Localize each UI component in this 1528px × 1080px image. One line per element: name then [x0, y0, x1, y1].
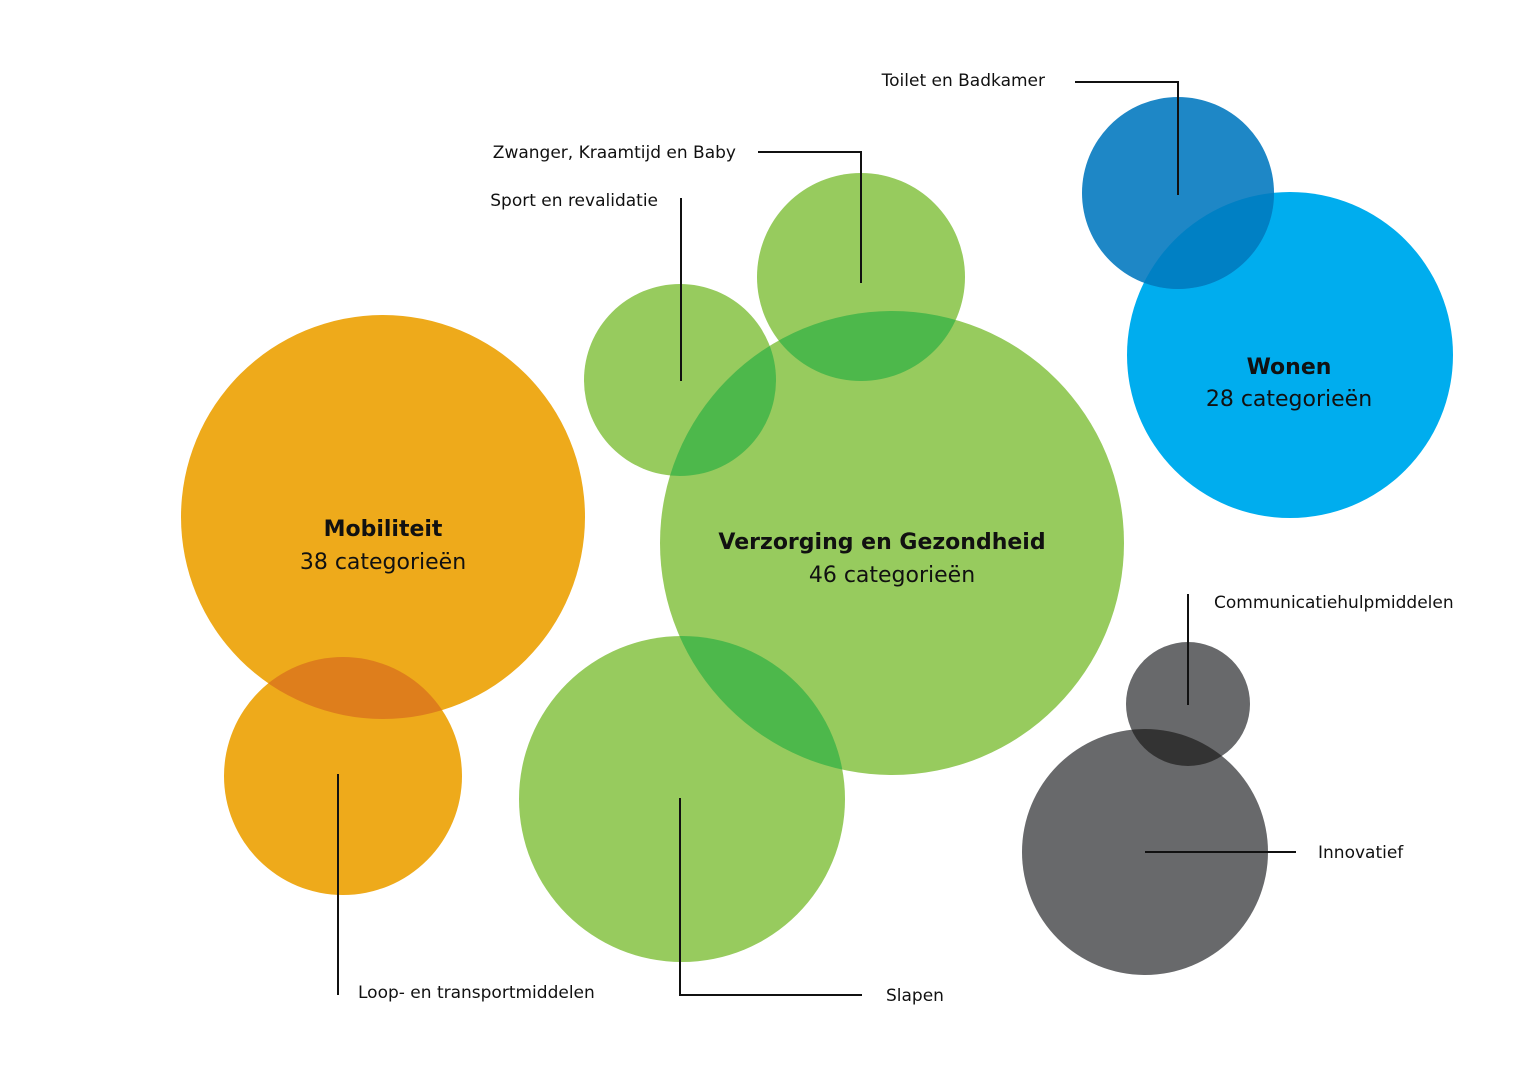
wonen-title: Wonen	[1247, 355, 1332, 380]
slapen-label: Slapen	[886, 986, 944, 1006]
loop-transport-label: Loop- en transportmiddelen	[358, 983, 595, 1003]
verzorging-gezondheid-bubble	[660, 311, 1124, 775]
zwanger-label: Zwanger, Kraamtijd en Baby	[493, 143, 736, 163]
verzorging-title: Verzorging en Gezondheid	[718, 530, 1045, 555]
mobiliteit-title: Mobiliteit	[324, 517, 443, 542]
mobiliteit-count: 38 categorieën	[300, 550, 466, 575]
innovatief-label: Innovatief	[1318, 843, 1404, 863]
verzorging-zwanger-overlap	[757, 311, 965, 381]
communicatie-label: Communicatiehulpmiddelen	[1214, 593, 1454, 613]
sport-revalidatie-label: Sport en revalidatie	[490, 191, 658, 211]
toilet-badkamer-label: Toilet en Badkamer	[881, 71, 1045, 91]
slapen-leader-line	[679, 798, 862, 996]
toilet-leader-line	[1075, 81, 1179, 195]
wonen-count: 28 categorieën	[1206, 387, 1372, 412]
verzorging-slapen-overlap	[660, 636, 845, 775]
verzorging-count: 46 categorieën	[809, 563, 975, 588]
zwanger-leader-line	[758, 151, 862, 283]
mobiliteit-bubble	[181, 315, 585, 719]
